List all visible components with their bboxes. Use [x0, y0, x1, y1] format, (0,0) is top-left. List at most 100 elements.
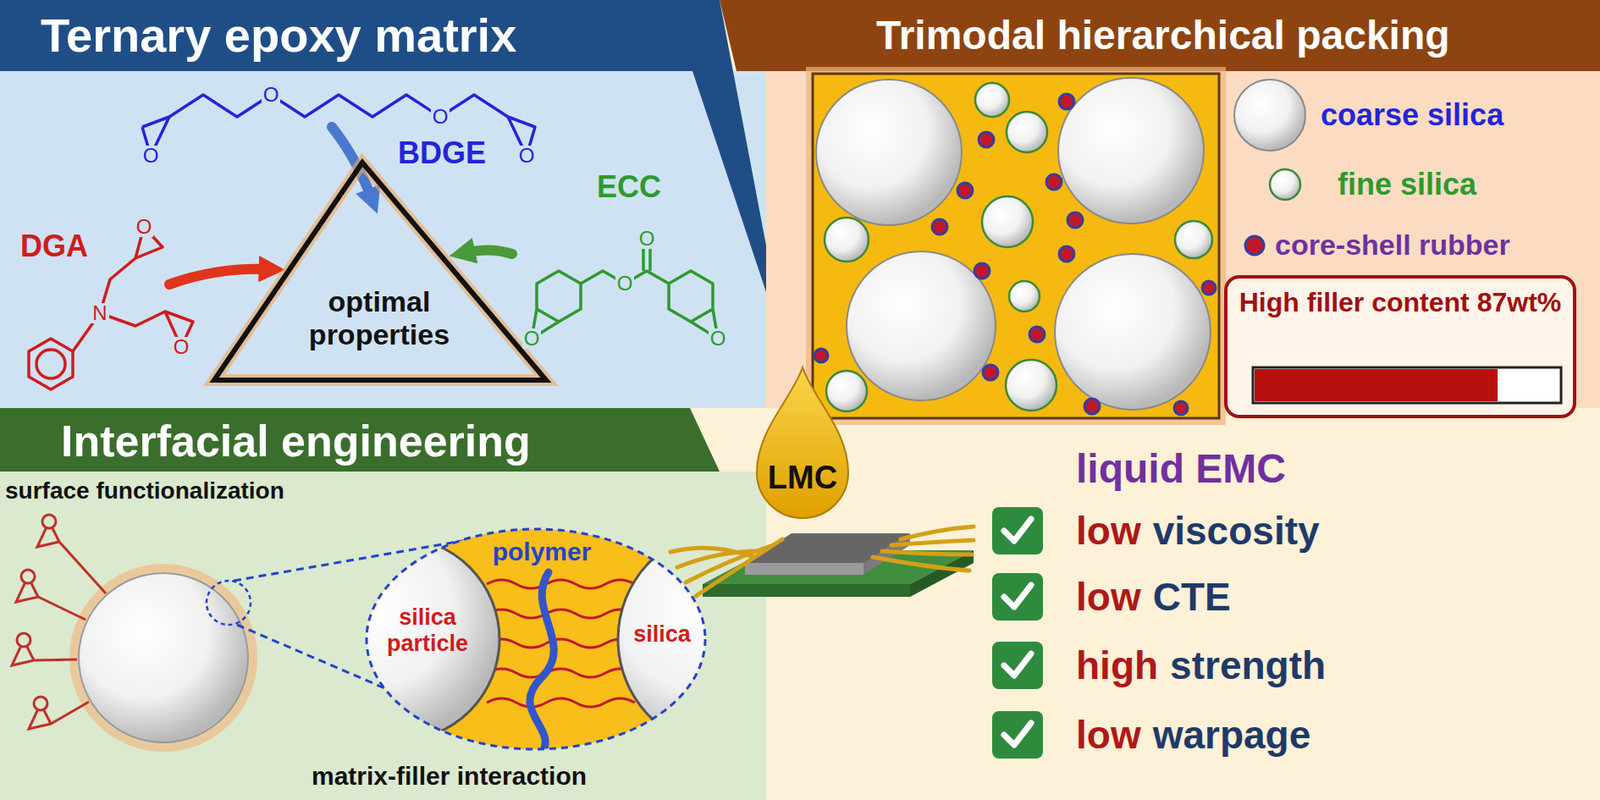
dga-molecule-part	[28, 338, 73, 390]
fine-silica-part	[1175, 220, 1213, 259]
functionalized-particle-part	[16, 514, 56, 711]
mixing-arrows-part	[467, 249, 513, 254]
atom-label: O	[141, 145, 161, 166]
panels-part	[0, 0, 767, 293]
check-item: low	[1075, 574, 1142, 620]
zoom-label: silica	[633, 621, 691, 648]
chip-package-part	[670, 526, 974, 596]
atom-label: N	[90, 303, 109, 324]
core-shell-rubber-part	[978, 132, 994, 148]
atom-label: O	[708, 328, 729, 349]
section-label: matrix-filler interaction	[311, 761, 587, 792]
mixing-arrows	[169, 126, 513, 285]
coarse-silica-part	[1058, 77, 1204, 224]
legend-text: core-shell rubber	[1274, 228, 1511, 262]
interface-zoom-part-part	[529, 572, 554, 754]
chip-package-part-part	[872, 557, 970, 571]
interface-zoom-part	[366, 529, 706, 750]
functionalized-particle-part-part	[16, 633, 31, 647]
coarse-silica-part	[1054, 253, 1211, 410]
lmc-drop: LMC	[744, 364, 861, 521]
fine-silica-part	[824, 217, 869, 262]
atom-label: O	[522, 328, 542, 349]
check-item: low	[1075, 508, 1142, 554]
chip-package-part-part	[695, 539, 783, 596]
panels-part	[0, 408, 720, 472]
functionalized-particle-part-part	[37, 521, 106, 594]
check-item: strength	[1169, 643, 1326, 689]
atom-label: O	[134, 216, 155, 238]
legend-swatches	[1234, 79, 1306, 255]
functionalized-particle-part-part	[42, 514, 56, 529]
interface-zoom-part-part	[486, 579, 635, 707]
chip-package-part-part	[882, 551, 972, 555]
legend-text: fine silica	[1337, 166, 1477, 202]
packing-square-part	[814, 77, 1216, 415]
triangle-glow	[214, 162, 547, 381]
check-boxes-part-part	[1004, 518, 1032, 541]
box-text: optimal properties	[294, 285, 464, 352]
fine-silica-part	[1006, 111, 1048, 153]
panels-part	[0, 471, 767, 800]
functionalized-particle-part	[206, 580, 251, 625]
packing-square-part	[809, 70, 1223, 422]
core-shell-rubber-part	[1059, 93, 1075, 110]
functionalized-particle	[11, 514, 525, 749]
panels-part	[719, 0, 1600, 72]
core-shell-rubber-part	[1046, 174, 1062, 190]
dga-molecule-part	[36, 349, 66, 379]
check-item: CTE	[1153, 574, 1231, 620]
chip-package-part	[910, 550, 974, 597]
core-shell-rubber-part	[1202, 281, 1216, 295]
functionalized-particle-part	[73, 568, 254, 748]
core-shell-rubber-part	[974, 263, 990, 279]
chip-package-part	[702, 584, 911, 597]
atom-label: O	[430, 106, 451, 127]
check-item: viscosity	[1153, 508, 1320, 554]
atom-label: O	[615, 273, 635, 294]
check-boxes-part-part	[1004, 722, 1032, 745]
ecc-molecule-part	[668, 270, 713, 322]
fine-silica	[824, 82, 1213, 412]
legend-swatches-part	[1245, 236, 1264, 255]
fine-silica-part	[826, 370, 867, 412]
fine-silica-part	[982, 196, 1033, 248]
drop-shape	[744, 364, 861, 521]
filler-box-fill-and-bar-part	[1252, 367, 1562, 403]
check-item: low	[1075, 712, 1142, 758]
core-shell-rubber-part	[932, 219, 948, 235]
panel-heading: liquid EMC	[1075, 445, 1286, 492]
check-boxes-part-part	[1004, 584, 1032, 607]
check-item: high	[1075, 643, 1159, 689]
check-boxes-part	[1004, 518, 1032, 745]
legend-text: coarse silica	[1320, 97, 1504, 133]
chip-package-part	[744, 562, 864, 575]
filler-content-box: High filler content 87wt%	[1224, 275, 1577, 419]
triangle-line	[214, 162, 547, 381]
chip-package-part-part	[900, 526, 974, 540]
chip-package	[670, 526, 974, 597]
chip-package-part-part	[685, 545, 773, 583]
interface-zoom-part-part-part	[486, 609, 635, 618]
core-shell-rubber-part	[982, 364, 999, 381]
drop-body	[756, 367, 849, 519]
core-shell-rubber-part	[1029, 326, 1045, 343]
drop-label: LMC	[744, 459, 861, 497]
packing-panel: Trimodal hierarchical packingHigh filler…	[766, 0, 1600, 409]
coarse-silica	[816, 77, 1211, 410]
zoom-label: silica particle	[372, 604, 483, 657]
coarse-silica-part	[816, 79, 962, 226]
interface-zoom-part-part-part	[486, 639, 635, 648]
interface-zoom-part-part-part	[486, 579, 635, 589]
check-boxes-part	[992, 711, 1043, 759]
core-shell-rubber-part	[1059, 246, 1075, 262]
properties-triangle: optimal properties	[209, 158, 552, 383]
panel-heading: Trimodal hierarchical packing	[876, 11, 1451, 59]
panel-heading: Interfacial engineering	[60, 416, 531, 468]
legend-swatches-part	[1234, 79, 1306, 151]
check-boxes-part	[992, 507, 1043, 555]
atom-label: O	[171, 336, 192, 358]
